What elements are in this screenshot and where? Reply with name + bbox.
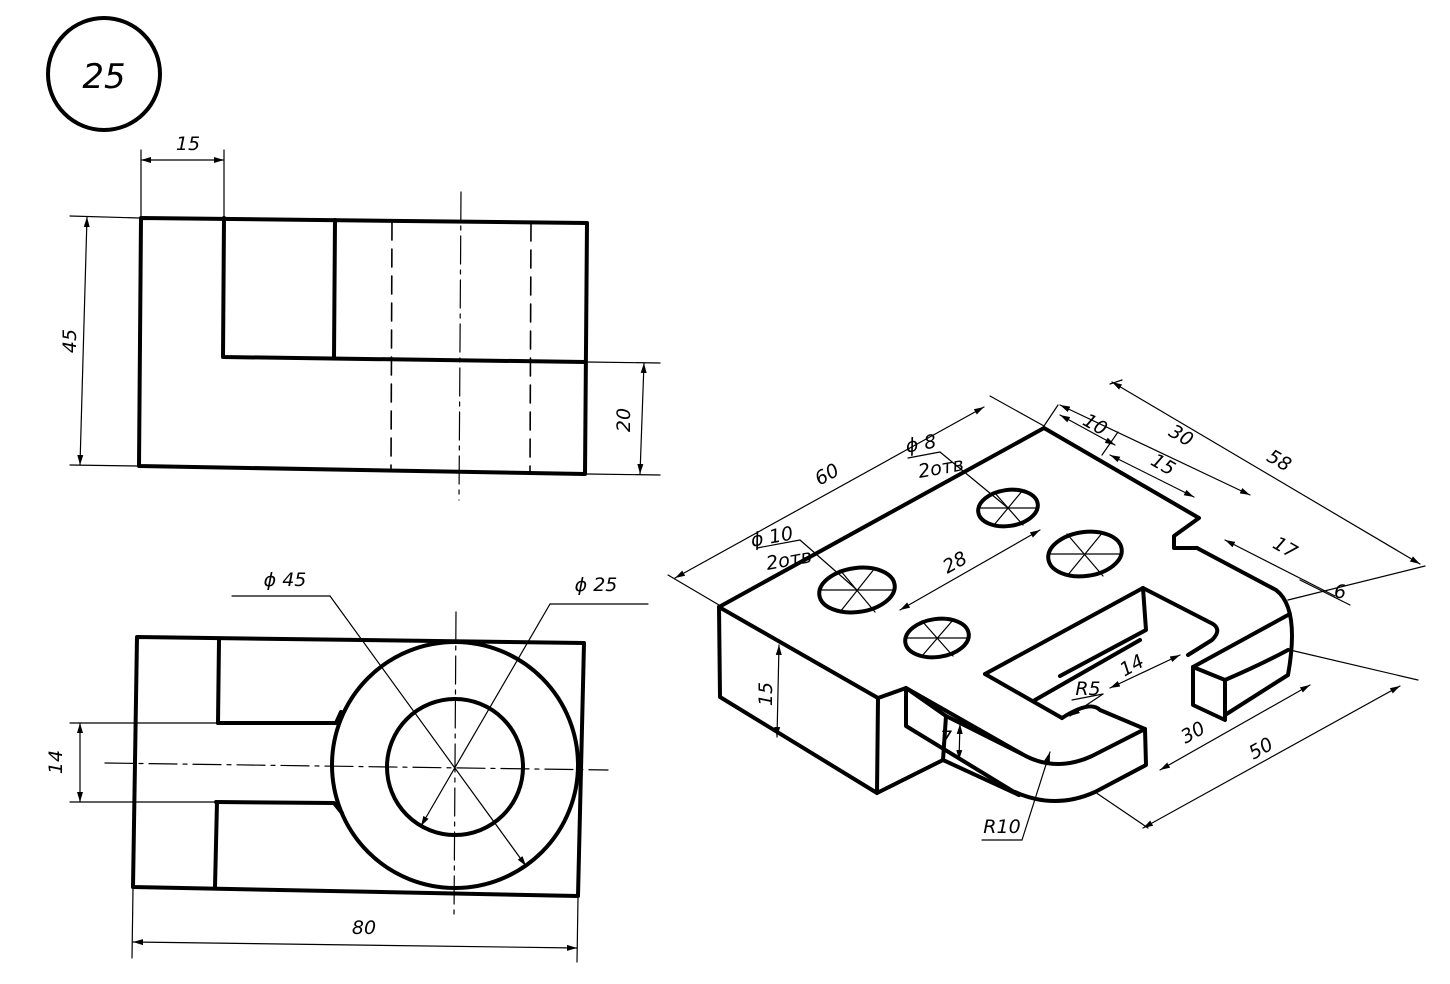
iso-r10-leader <box>1021 751 1051 841</box>
front-dim-20: 20 <box>613 408 635 432</box>
iso-dim50-ext-left <box>1094 791 1149 829</box>
iso-dim60-line <box>674 406 985 579</box>
iso-r5-shelf <box>1071 693 1104 701</box>
iso-dim-10: 10 <box>1079 409 1111 440</box>
front-hidden-line-right <box>529 222 532 473</box>
iso-dim50-ext-right <box>1289 649 1419 681</box>
front-dim-45: 45 <box>59 329 81 353</box>
top-circle-45 <box>330 640 580 890</box>
iso-dim-50: 50 <box>1245 733 1277 764</box>
iso-dim-15h: 15 <box>755 682 777 706</box>
isometric-view: 60 ϕ 8 2отв ϕ 10 2отв 28 10 30 15 58 17 … <box>667 379 1426 841</box>
iso-dim7-line <box>956 723 963 761</box>
iso-slot-upper <box>983 586 1220 676</box>
front-outline <box>137 216 589 476</box>
iso-dim-58: 58 <box>1263 445 1295 476</box>
iso-dim-30-top: 30 <box>1165 420 1197 451</box>
top-dim-80: 80 <box>352 917 376 939</box>
dim20-line <box>637 362 647 475</box>
iso-dim6-line <box>1299 579 1351 606</box>
dim45-ext-top <box>69 215 140 219</box>
front-dim-15: 15 <box>176 133 200 155</box>
iso-slot-floor-line <box>1033 638 1142 702</box>
iso-dim58-ext-bottom <box>1287 565 1426 601</box>
iso-hole-crosslines <box>819 489 1123 657</box>
iso-slot-r5 <box>1060 704 1147 731</box>
iso-dia8-leader <box>939 451 1009 509</box>
top-dim-dia25: ϕ 25 <box>575 574 618 596</box>
top-dim-14: 14 <box>45 750 67 774</box>
top-center-line-v <box>453 611 457 919</box>
iso-dim15h-line <box>774 644 782 738</box>
dia45-leader <box>329 595 527 867</box>
iso-dim50-line <box>1142 685 1401 829</box>
dim45-ext-bottom <box>69 464 138 467</box>
sheet-number-badge: 25 <box>46 16 162 132</box>
iso-right-arm-inner <box>1223 648 1290 682</box>
iso-dim60-ext-right <box>989 395 1045 427</box>
iso-dim28-line <box>899 529 1041 611</box>
iso-dim-30: 30 <box>1177 717 1209 748</box>
iso-right-arm-top <box>1191 613 1290 669</box>
sheet-number-text: 25 <box>82 57 125 97</box>
iso-dim-17: 17 <box>1269 532 1301 563</box>
iso-dim-r10: R10 <box>983 816 1020 838</box>
iso-dim-6: 6 <box>1334 581 1346 603</box>
dia25-leader <box>420 603 551 827</box>
dim20-ext-top <box>586 361 661 364</box>
iso-dim-28: 28 <box>939 547 971 578</box>
iso-bottom-step <box>875 758 945 795</box>
front-center-line <box>458 191 462 501</box>
top-slot-edge-lower <box>213 800 219 889</box>
iso-fork-left-arm-inner <box>944 714 1024 756</box>
iso-dim30-top-line <box>1059 404 1251 496</box>
front-inner-edge <box>332 218 337 360</box>
iso-bottom-step-2 <box>941 758 1021 797</box>
top-center-line-h <box>104 762 609 771</box>
top-view: ϕ 45 ϕ 25 14 80 <box>45 569 649 963</box>
iso-dim10-ext-a <box>1043 404 1059 427</box>
dim45-line <box>77 216 90 466</box>
badge-circle <box>46 16 162 132</box>
top-outline <box>131 635 586 898</box>
iso-left-face <box>717 605 880 795</box>
iso-dim-14: 14 <box>1116 650 1148 681</box>
iso-dia10-shelf <box>756 539 801 549</box>
iso-dim58-line <box>1111 381 1421 565</box>
iso-step-vertical <box>941 714 948 762</box>
iso-right-arm-outer <box>1195 546 1294 717</box>
dim80-ext-right <box>576 897 579 963</box>
iso-dim14-line <box>1109 654 1181 689</box>
iso-dim-60: 60 <box>811 459 843 490</box>
dim80-line <box>132 939 578 951</box>
top-slot-lower-line <box>214 800 344 815</box>
iso-dim-r5: R5 <box>1075 678 1100 700</box>
iso-dim-dia10: ϕ 10 <box>749 523 795 552</box>
iso-slot-back-wall <box>1058 586 1148 678</box>
top-slot-upper-line <box>216 710 343 725</box>
dim20-ext-bottom <box>586 473 661 476</box>
front-hidden-line-left <box>390 221 393 471</box>
iso-dim-dia8-count: 2отв <box>916 453 965 483</box>
iso-dia8-shelf <box>907 451 941 459</box>
iso-dia10-leader <box>799 539 858 591</box>
iso-slot-inner-left <box>983 672 1064 720</box>
front-step-lines <box>221 216 587 364</box>
dim80-ext-left <box>131 888 134 959</box>
iso-dim17-line <box>1224 539 1336 597</box>
iso-dim-dia8: ϕ 8 <box>904 431 938 458</box>
iso-r5-leader <box>1069 693 1104 717</box>
front-view: 15 45 20 <box>59 133 661 501</box>
top-dim-dia45: ϕ 45 <box>264 569 307 591</box>
iso-right-arm-end <box>1191 665 1227 722</box>
top-slot-edge-upper <box>216 638 221 725</box>
iso-dim10-ext-b <box>1101 431 1119 456</box>
iso-dim-7: 7 <box>940 727 952 749</box>
iso-dim-dia10-count: 2отв <box>764 545 813 575</box>
iso-hole-8-left <box>903 616 971 660</box>
iso-dim60-ext-left <box>667 574 720 606</box>
